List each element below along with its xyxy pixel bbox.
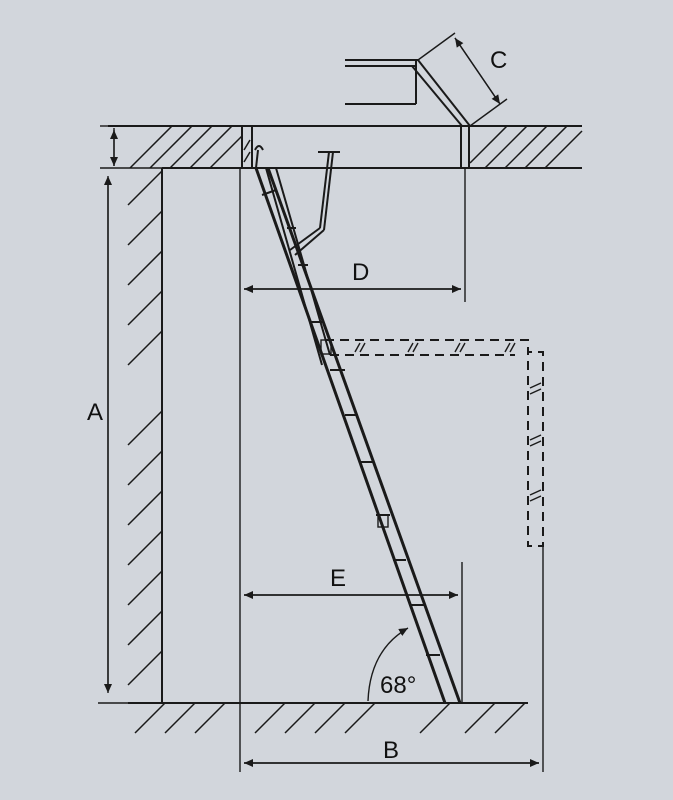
ceiling-slab-left — [108, 125, 243, 169]
extension-lines — [98, 125, 544, 772]
hatch-frame — [241, 125, 470, 169]
spring-arm — [289, 151, 340, 256]
ladder — [254, 145, 462, 704]
label-d: D — [352, 259, 369, 286]
dimension-c: C — [417, 32, 508, 127]
dimension-a: A — [87, 128, 118, 693]
dimension-e: E — [244, 565, 458, 599]
dimension-d: D — [244, 259, 461, 293]
angle-label: 68° — [380, 672, 416, 699]
label-b: B — [383, 737, 399, 764]
hatch-lid-open — [345, 59, 471, 127]
floor-slab — [128, 702, 528, 734]
angle-indicator: 68° — [367, 627, 416, 702]
dimension-b: B — [244, 737, 539, 767]
label-e: E — [330, 565, 346, 592]
ceiling-slab-right — [465, 125, 583, 169]
folded-ladder-outline — [325, 339, 544, 547]
label-a: A — [87, 399, 103, 426]
label-c: C — [490, 47, 507, 74]
left-wall — [127, 168, 163, 703]
